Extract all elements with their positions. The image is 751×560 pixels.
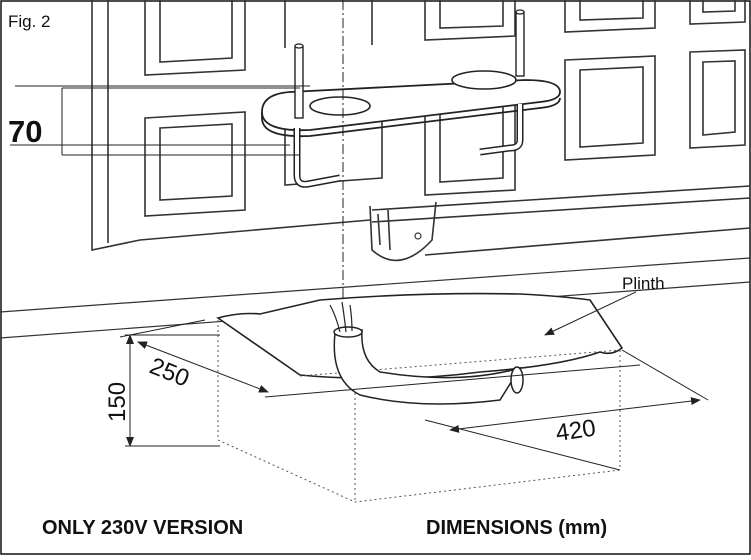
anchor-bolt-right — [479, 9, 525, 156]
gate-panel — [91, 0, 751, 256]
dimension-420-label: 420 — [554, 415, 597, 447]
dimension-70 — [10, 85, 310, 156]
plinth-leader-line — [544, 291, 637, 336]
dimension-250 — [119, 319, 641, 398]
foundation-plate — [261, 70, 561, 138]
dimension-70-label: 70 — [8, 114, 42, 149]
cable-conduit — [329, 301, 524, 405]
gate-window-row-middle — [144, 49, 746, 217]
dimension-420 — [424, 349, 709, 471]
anchor-bolt-left — [293, 43, 341, 188]
version-note: ONLY 230V VERSION — [42, 517, 244, 539]
dimension-250-label: 250 — [146, 353, 193, 393]
figure-label: Fig. 2 — [8, 12, 51, 31]
plinth-callout: Plinth — [622, 274, 665, 293]
dimension-150 — [125, 334, 220, 447]
units-note: DIMENSIONS (mm) — [426, 517, 608, 539]
gate-window-row-top — [144, 0, 746, 76]
dimension-150-label: 150 — [104, 382, 131, 422]
gate-wheel — [369, 201, 437, 262]
